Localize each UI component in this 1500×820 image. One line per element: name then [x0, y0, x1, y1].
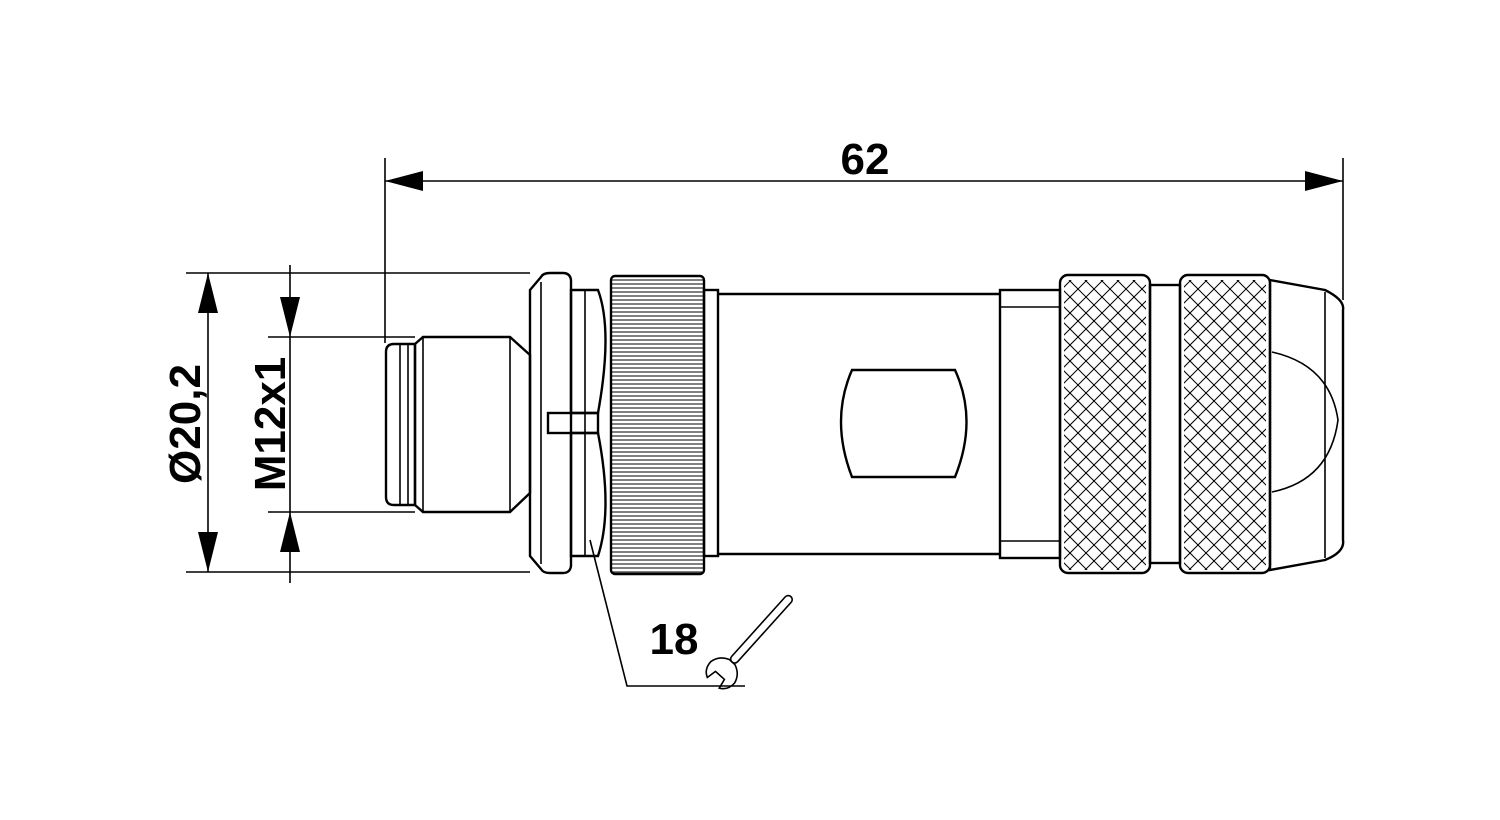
length-label: 62: [841, 135, 890, 184]
coupling-nut: [609, 274, 706, 576]
thread-section: [413, 335, 532, 514]
body-window: [839, 368, 968, 479]
thread-dimension: M12x1: [246, 265, 415, 583]
knurled-ring-2: [1178, 273, 1272, 575]
knurl-pattern-1: [1064, 280, 1146, 570]
knurled-ring-1: [1058, 273, 1152, 575]
hex-nut: [569, 288, 607, 415]
connector-body: [384, 271, 1345, 576]
rear-cap: [1268, 278, 1345, 572]
wrench-icon: [705, 594, 794, 690]
arrow-icon: [198, 273, 218, 313]
knurl-pattern-2: [1184, 280, 1266, 570]
arrow-icon: [1305, 171, 1343, 191]
rear-sleeve: [998, 288, 1062, 560]
diameter-dimension: Ø20,2: [161, 272, 530, 573]
arrow-icon: [198, 532, 218, 572]
nut-knurl: [611, 279, 704, 573]
arrow-icon: [280, 512, 300, 552]
arrow-icon: [385, 171, 423, 191]
wrench-callout: 18: [589, 539, 794, 690]
thread-label: M12x1: [246, 357, 295, 492]
length-dimension: 62: [384, 135, 1344, 343]
flange: [528, 271, 573, 575]
arrow-icon: [280, 297, 300, 337]
wrench-size-label: 18: [650, 615, 699, 664]
diameter-label: Ø20,2: [161, 364, 210, 484]
